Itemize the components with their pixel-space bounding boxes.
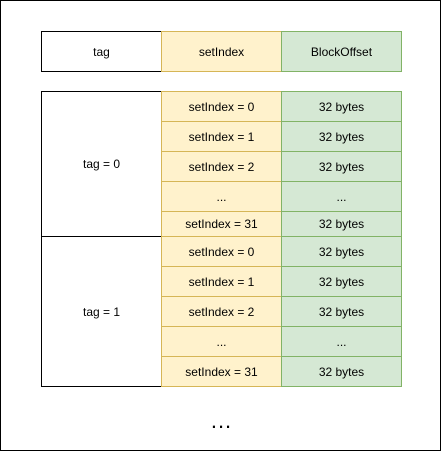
tag-0-cell: tag = 0: [41, 91, 162, 237]
header-tag-cell: tag: [41, 31, 162, 72]
group0-setindex-cell: setIndex = 2: [161, 151, 282, 182]
group0-offset-ellipsis-cell: ...: [281, 181, 402, 212]
group0-setindex-ellipsis-cell: ...: [161, 181, 282, 212]
group1-setindex-cell: setIndex = 31: [161, 356, 282, 387]
group0-offset-cell: 32 bytes: [281, 91, 402, 122]
group0-setindex-cell: setIndex = 1: [161, 121, 282, 152]
header-blockoffset-cell: BlockOffset: [281, 31, 402, 72]
group1-offset-cell: 32 bytes: [281, 266, 402, 297]
group0-offset-cell: 32 bytes: [281, 211, 402, 237]
group1-offset-ellipsis-cell: ...: [281, 326, 402, 357]
group1-offset-cell: 32 bytes: [281, 296, 402, 327]
group1-setindex-cell: setIndex = 2: [161, 296, 282, 327]
group1-setindex-cell: setIndex = 1: [161, 266, 282, 297]
continuation-ellipsis: ...: [210, 408, 233, 433]
group1-setindex-cell: setIndex = 0: [161, 236, 282, 267]
group0-setindex-cell: setIndex = 31: [161, 211, 282, 237]
group0-offset-cell: 32 bytes: [281, 151, 402, 182]
group1-offset-cell: 32 bytes: [281, 356, 402, 387]
group0-setindex-cell: setIndex = 0: [161, 91, 282, 122]
group1-offset-cell: 32 bytes: [281, 236, 402, 267]
tag-1-cell: tag = 1: [41, 236, 162, 387]
group1-setindex-ellipsis-cell: ...: [161, 326, 282, 357]
group0-offset-cell: 32 bytes: [281, 121, 402, 152]
header-setindex-cell: setIndex: [161, 31, 282, 72]
